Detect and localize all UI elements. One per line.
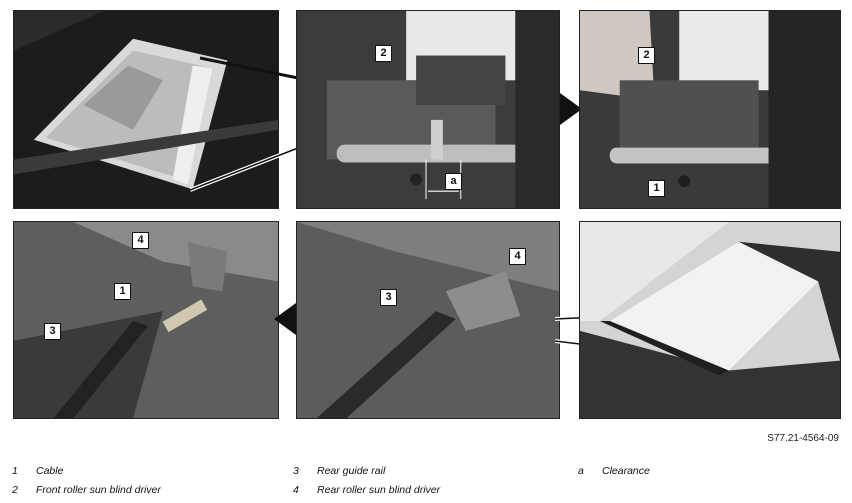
callout-1: 1 bbox=[114, 283, 131, 300]
legend-text: Rear guide rail bbox=[317, 465, 386, 477]
figure-id: S77.21-4564-09 bbox=[767, 433, 839, 444]
legend-key: 1 bbox=[12, 465, 18, 477]
callout-a: a bbox=[445, 173, 462, 190]
legend-key: 3 bbox=[293, 465, 299, 477]
arrow-right-icon bbox=[560, 93, 582, 125]
connector-lines bbox=[190, 56, 299, 192]
legend-key: 4 bbox=[293, 484, 299, 496]
callout-1: 1 bbox=[648, 180, 665, 197]
callout-3: 3 bbox=[380, 289, 397, 306]
callout-3: 3 bbox=[44, 323, 61, 340]
legend-text: Cable bbox=[36, 465, 64, 477]
callout-2: 2 bbox=[375, 45, 392, 62]
legend-key: a bbox=[578, 465, 584, 477]
photo-front-driver-clearance: 2 a bbox=[296, 10, 560, 209]
legend-text: Rear roller sun blind driver bbox=[317, 484, 441, 496]
callout-4: 4 bbox=[509, 248, 526, 265]
callout-2: 2 bbox=[638, 47, 655, 64]
photo-sunroof-interior bbox=[579, 221, 841, 419]
legend: 1 Cable 2 Front roller sun blind driver … bbox=[0, 465, 852, 499]
legend-text: Clearance bbox=[602, 465, 650, 477]
legend-text: Front roller sun blind driver bbox=[36, 484, 161, 496]
photo-front-driver-removal: 2 1 bbox=[579, 10, 841, 209]
photo-rear-driver-cable: 4 1 3 bbox=[13, 221, 279, 419]
callout-4: 4 bbox=[132, 232, 149, 249]
arrow-left-icon bbox=[274, 303, 296, 335]
photo-rear-driver-rail: 4 3 bbox=[296, 221, 560, 419]
legend-key: 2 bbox=[12, 484, 18, 496]
